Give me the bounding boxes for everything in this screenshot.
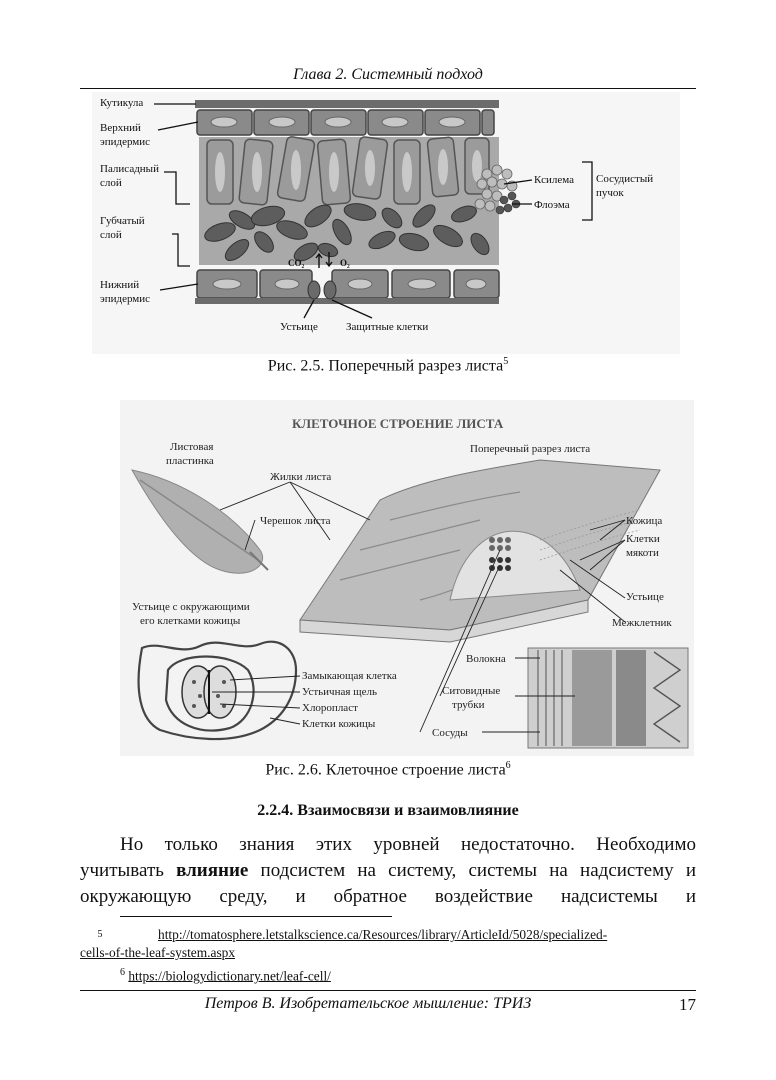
- label-pulp-1: Клетки: [626, 533, 660, 545]
- footnote-5-number: 5: [97, 929, 103, 940]
- label-stoma-with-cells-1: Устьице с окружающими: [132, 601, 250, 613]
- footnote-5: 5 http://tomatosphere.letstalkscience.ca/…: [80, 926, 696, 962]
- label-leaf-blade-2: пластинка: [166, 455, 214, 467]
- footer-rule: [80, 990, 696, 991]
- label-stoma-right: Устьице: [626, 591, 664, 603]
- body-paragraph: Но только знания этих уровней недостаточ…: [80, 832, 696, 910]
- label-vascular-1: Сосудистый: [596, 173, 653, 185]
- label-guard-cells: Защитные клетки: [346, 321, 428, 333]
- co2-label: CO₂: [288, 258, 305, 268]
- label-upper-epidermis-2: эпидермис: [100, 136, 150, 148]
- footer-text: Петров В. Изобретательское мышление: ТРИ…: [204, 995, 532, 1012]
- footer: Петров В. Изобретательское мышление: ТРИ…: [80, 995, 696, 1013]
- footnote-6: 6 https://biologydictionary.net/leaf-cel…: [120, 964, 736, 985]
- label-sieve-2: трубки: [452, 699, 485, 711]
- label-chloroplast: Хлоропласт: [302, 702, 358, 714]
- label-lower-epidermis-2: эпидермис: [100, 293, 150, 305]
- label-palisade-2: слой: [100, 177, 122, 189]
- label-xylem: Ксилема: [534, 174, 574, 186]
- label-skin: Кожица: [626, 515, 662, 527]
- label-petiole: Черешок листа: [260, 515, 331, 527]
- label-fibers: Волокна: [466, 653, 506, 665]
- label-lower-epidermis-1: Нижний: [100, 279, 139, 291]
- label-vessels: Сосуды: [432, 727, 468, 739]
- footnote-5-link-continued[interactable]: cells-of-the-leaf-system.aspx: [80, 945, 236, 960]
- label-stomatal-gap: Устьичная щель: [302, 686, 377, 698]
- label-cuticle: Кутикула: [100, 97, 143, 109]
- section-heading: 2.2.4. Взаимосвязи и взаимовлияние: [257, 802, 519, 819]
- figure1-caption: Рис. 2.5. Поперечный разрез листа5: [267, 356, 509, 375]
- footnote-separator: [120, 916, 392, 917]
- header-rule: [80, 88, 696, 89]
- page-number: 17: [679, 995, 696, 1014]
- label-stoma: Устьице: [280, 321, 318, 333]
- figure2-title: КЛЕТОЧНОЕ СТРОЕНИЕ ЛИСТА: [292, 416, 504, 431]
- label-spongy-2: слой: [100, 229, 122, 241]
- figure2-caption: Рис. 2.6. Клеточное строение листа6: [265, 760, 511, 779]
- label-phloem: Флоэма: [534, 199, 570, 211]
- paragraph-line-1: Но только знания этих уровней недостаточ…: [120, 834, 696, 855]
- label-cross-section: Поперечный разрез листа: [470, 443, 590, 455]
- figure-leaf-cell-structure: КЛЕТОЧНОЕ СТРОЕНИЕ ЛИСТА: [120, 400, 694, 756]
- label-vascular-2: пучок: [596, 187, 624, 199]
- label-upper-epidermis-1: Верхний: [100, 122, 141, 134]
- emphasis-influence: влияние: [176, 860, 249, 881]
- figure-leaf-cross-section: CO₂ O₂ Кутикула Верхний эпидермис Палиса…: [92, 92, 680, 354]
- label-guard-cell: Замыкающая клетка: [302, 670, 397, 682]
- o2-label: O₂: [340, 258, 350, 268]
- label-spongy-1: Губчатый: [100, 215, 145, 227]
- label-veins: Жилки листа: [270, 471, 331, 483]
- running-header: Глава 2. Системный подход: [293, 66, 483, 83]
- footnote-5-link[interactable]: http://tomatosphere.letstalkscience.ca/R…: [158, 927, 608, 942]
- footnote-6-number: 6: [120, 967, 125, 978]
- footnote-ref-6: 6: [505, 760, 511, 771]
- footnote-6-link[interactable]: https://biologydictionary.net/leaf-cell/: [128, 968, 331, 984]
- label-leaf-blade-1: Листовая: [170, 441, 213, 453]
- label-stoma-with-cells-2: его клетками кожицы: [140, 615, 241, 627]
- footnote-ref-5: 5: [503, 356, 509, 367]
- paragraph-line-2: учитывать влияние подсистем на систему, …: [80, 860, 696, 881]
- label-skin-cells: Клетки кожицы: [302, 718, 376, 730]
- label-sieve-1: Ситовидные: [442, 685, 500, 697]
- label-intercellular: Межклетник: [612, 617, 672, 629]
- paragraph-line-3: окружающую среду, и обратное воздействие…: [80, 886, 696, 907]
- label-pulp-2: мякоти: [626, 547, 659, 559]
- label-palisade-1: Палисадный: [100, 163, 159, 175]
